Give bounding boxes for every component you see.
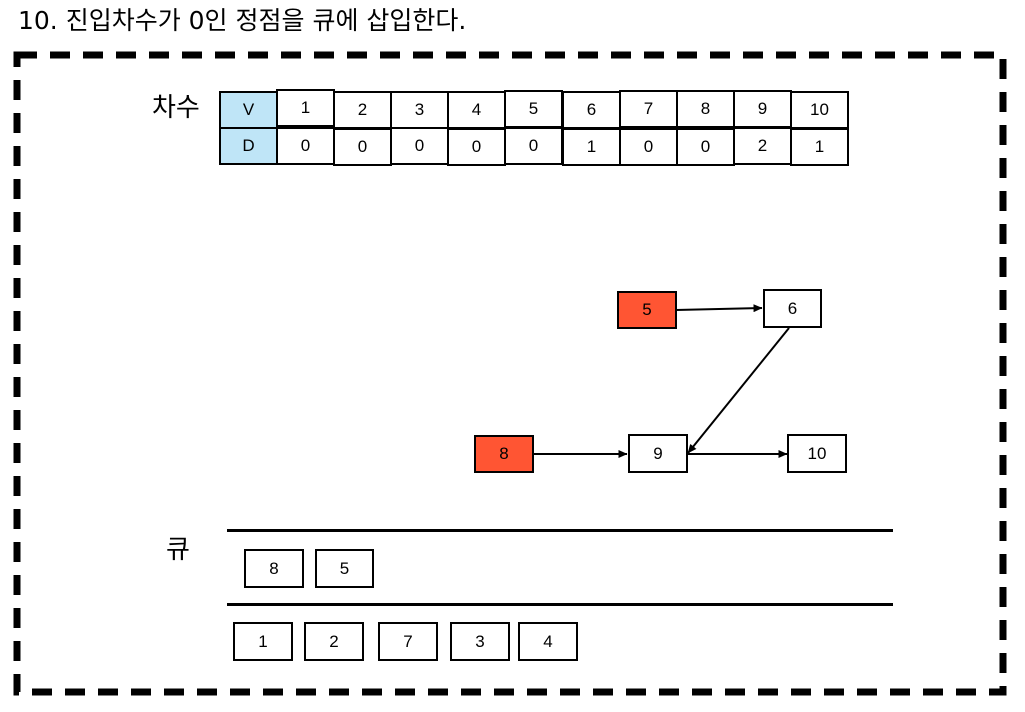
graph-node-9: 9 [628, 434, 688, 473]
vertex-cell: 2 [333, 91, 392, 129]
queue-item: 5 [315, 549, 374, 588]
output-item: 1 [233, 622, 293, 661]
graph-node-10: 10 [787, 434, 847, 473]
step-title: 10. 진입차수가 0인 정점을 큐에 삽입한다. [18, 6, 467, 35]
output-item: 2 [304, 622, 364, 661]
edge-6-to-9 [687, 327, 790, 454]
graph-node-8: 8 [474, 435, 534, 473]
output-item: 7 [378, 622, 438, 661]
degree-cell: 0 [390, 127, 449, 165]
queue-top-rail [227, 529, 893, 532]
output-item: 4 [518, 622, 578, 661]
queue-label: 큐 [166, 535, 190, 565]
queue-item: 8 [244, 549, 304, 588]
vertex-cell: 5 [504, 90, 563, 128]
output-item: 3 [450, 622, 510, 661]
vertex-cell: 1 [276, 89, 335, 127]
degree-cell: 0 [619, 128, 678, 166]
vertex-cell: 7 [619, 90, 678, 128]
edge-5-to-6 [675, 304, 763, 313]
degree-header-cell: D [219, 127, 278, 165]
queue-bottom-rail [227, 603, 893, 606]
graph-node-5: 5 [617, 291, 677, 329]
graph-node-6: 6 [763, 289, 822, 328]
degree-cell: 1 [790, 128, 849, 166]
degree-cell: 0 [333, 128, 392, 166]
degree-table-label: 차수 [152, 93, 200, 123]
